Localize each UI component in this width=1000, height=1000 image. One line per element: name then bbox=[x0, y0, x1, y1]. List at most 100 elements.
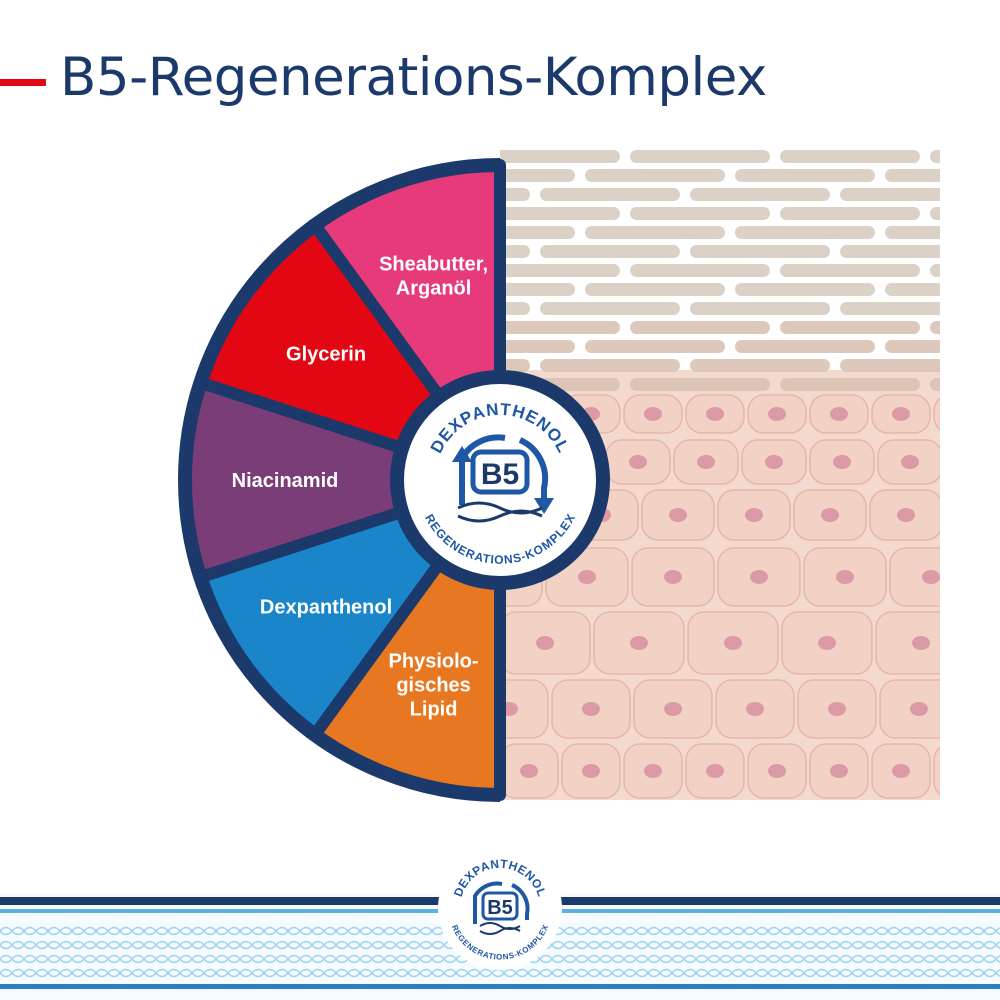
skin-flake bbox=[630, 378, 770, 391]
skin-flake bbox=[780, 378, 920, 391]
ingredient-wheel: Sheabutter,ArganölGlycerinNiacinamidDexp… bbox=[178, 158, 506, 802]
segment-label: Glycerin bbox=[286, 344, 366, 366]
skin-flake bbox=[840, 302, 940, 315]
cell-nucleus bbox=[706, 407, 724, 421]
skin-flake bbox=[540, 359, 680, 372]
skin-flake bbox=[630, 264, 770, 277]
header: B5-Regenerations-Komplex bbox=[0, 45, 1000, 125]
cell-nucleus bbox=[892, 764, 910, 778]
badge-core: B5 bbox=[481, 458, 519, 491]
cell-nucleus bbox=[828, 702, 846, 716]
footer-badge-core: B5 bbox=[487, 897, 513, 919]
skin-flake bbox=[690, 245, 830, 258]
segment-label: Dexpanthenol bbox=[260, 596, 392, 618]
cell-nucleus bbox=[582, 764, 600, 778]
cell-nucleus bbox=[768, 407, 786, 421]
skin-cell bbox=[500, 679, 549, 739]
footer-b5-box bbox=[481, 891, 519, 921]
skin-flake bbox=[500, 302, 530, 315]
skin-flake bbox=[500, 340, 575, 353]
skin-flake bbox=[585, 283, 725, 296]
segment-label: Sheabutter,Arganöl bbox=[379, 254, 488, 300]
skin-flake bbox=[500, 283, 575, 296]
skin-flake bbox=[840, 188, 940, 201]
skin-flake bbox=[500, 188, 530, 201]
wave-icon bbox=[457, 501, 543, 523]
skin-flake bbox=[780, 150, 920, 163]
skin-flake bbox=[540, 245, 680, 258]
skin-flake bbox=[930, 150, 940, 163]
cell-nucleus bbox=[821, 508, 839, 522]
cell-nucleus bbox=[724, 636, 742, 650]
skin-flake bbox=[500, 245, 530, 258]
segment-label: Niacinamid bbox=[232, 470, 339, 492]
skin-cell bbox=[875, 611, 940, 675]
down-arrow-icon bbox=[518, 437, 549, 500]
cell-nucleus bbox=[912, 636, 930, 650]
cell-nucleus bbox=[745, 508, 763, 522]
skin-cell bbox=[889, 547, 940, 607]
skin-flake bbox=[630, 150, 770, 163]
skin-flake bbox=[735, 283, 875, 296]
cell-nucleus bbox=[954, 764, 972, 778]
cell-nucleus bbox=[892, 407, 910, 421]
cell-nucleus bbox=[954, 407, 972, 421]
skin-flake bbox=[690, 359, 830, 372]
cell-nucleus bbox=[833, 455, 851, 469]
skin-flake bbox=[780, 264, 920, 277]
skin-flake bbox=[500, 264, 620, 277]
cell-nucleus bbox=[818, 636, 836, 650]
skin-flake bbox=[930, 264, 940, 277]
cell-nucleus bbox=[536, 636, 554, 650]
skin-flake bbox=[500, 226, 575, 239]
skin-flake bbox=[690, 188, 830, 201]
skin-flake bbox=[840, 359, 940, 372]
cell-nucleus bbox=[830, 764, 848, 778]
footer: DEXPANTHENOL REGENERATIONS-KOMPLEX B5 bbox=[0, 846, 1000, 1000]
cell-nucleus bbox=[644, 407, 662, 421]
cell-nucleus bbox=[750, 570, 768, 584]
cell-nucleus bbox=[910, 702, 928, 716]
skin-flake bbox=[690, 302, 830, 315]
footer-wave-icon bbox=[479, 922, 521, 935]
skin-flake bbox=[585, 226, 725, 239]
cell-nucleus bbox=[578, 570, 596, 584]
down-arrow-head bbox=[534, 498, 554, 514]
skin-flake bbox=[540, 302, 680, 315]
skin-flake bbox=[780, 321, 920, 334]
cell-nucleus bbox=[697, 455, 715, 469]
footer-down-arrow-icon bbox=[511, 883, 530, 920]
dexpanthenol-badge: DEXPANTHENOL REGENERATIONS-KOMPLEX B5 bbox=[390, 370, 610, 590]
skin-flakes bbox=[500, 150, 940, 391]
footer-line-bottom bbox=[0, 984, 1000, 989]
skin-flake bbox=[540, 188, 680, 201]
wheel-rim bbox=[178, 158, 501, 802]
skin-layers bbox=[500, 140, 972, 800]
cell-nucleus bbox=[664, 702, 682, 716]
cell-nucleus bbox=[830, 407, 848, 421]
skin-flake bbox=[885, 340, 940, 353]
cell-nucleus bbox=[582, 702, 600, 716]
skin-flake bbox=[885, 283, 940, 296]
skin-cells bbox=[500, 394, 972, 799]
cell-nucleus bbox=[664, 570, 682, 584]
up-arrow-head bbox=[452, 446, 472, 462]
skin-flake bbox=[630, 321, 770, 334]
cell-nucleus bbox=[768, 764, 786, 778]
skin-flake bbox=[630, 207, 770, 220]
page-title: B5-Regenerations-Komplex bbox=[60, 47, 767, 108]
skin-flake bbox=[735, 169, 875, 182]
skin-flake bbox=[500, 150, 620, 163]
skin-flake bbox=[735, 226, 875, 239]
cell-nucleus bbox=[669, 508, 687, 522]
cell-nucleus bbox=[644, 764, 662, 778]
skin-flake bbox=[780, 207, 920, 220]
cell-nucleus bbox=[836, 570, 854, 584]
skin-flake bbox=[930, 378, 940, 391]
b5-box bbox=[470, 449, 530, 495]
skin-flake bbox=[930, 207, 940, 220]
cell-nucleus bbox=[922, 570, 940, 584]
skin-cell bbox=[933, 746, 940, 796]
cell-nucleus bbox=[706, 764, 724, 778]
